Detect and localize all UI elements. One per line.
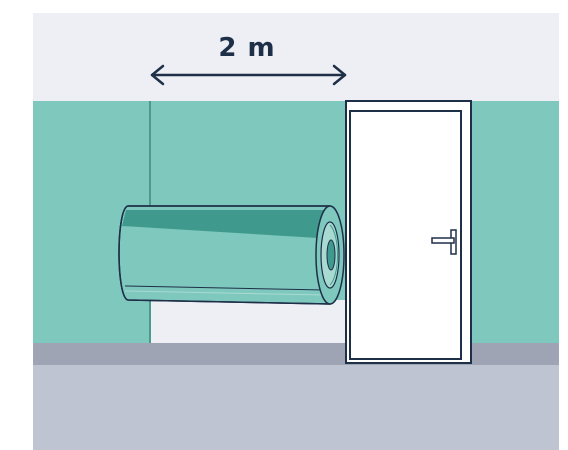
floor: [33, 365, 559, 450]
door: [346, 101, 471, 363]
floor-edge: [33, 343, 559, 365]
roll-core: [327, 240, 335, 270]
upper-wall-background: [33, 13, 559, 101]
door-panel: [350, 111, 461, 359]
dimension-label: 2 m: [218, 33, 275, 63]
bare-wall-patch: [151, 300, 346, 343]
wallpaper-roll: [119, 206, 344, 304]
